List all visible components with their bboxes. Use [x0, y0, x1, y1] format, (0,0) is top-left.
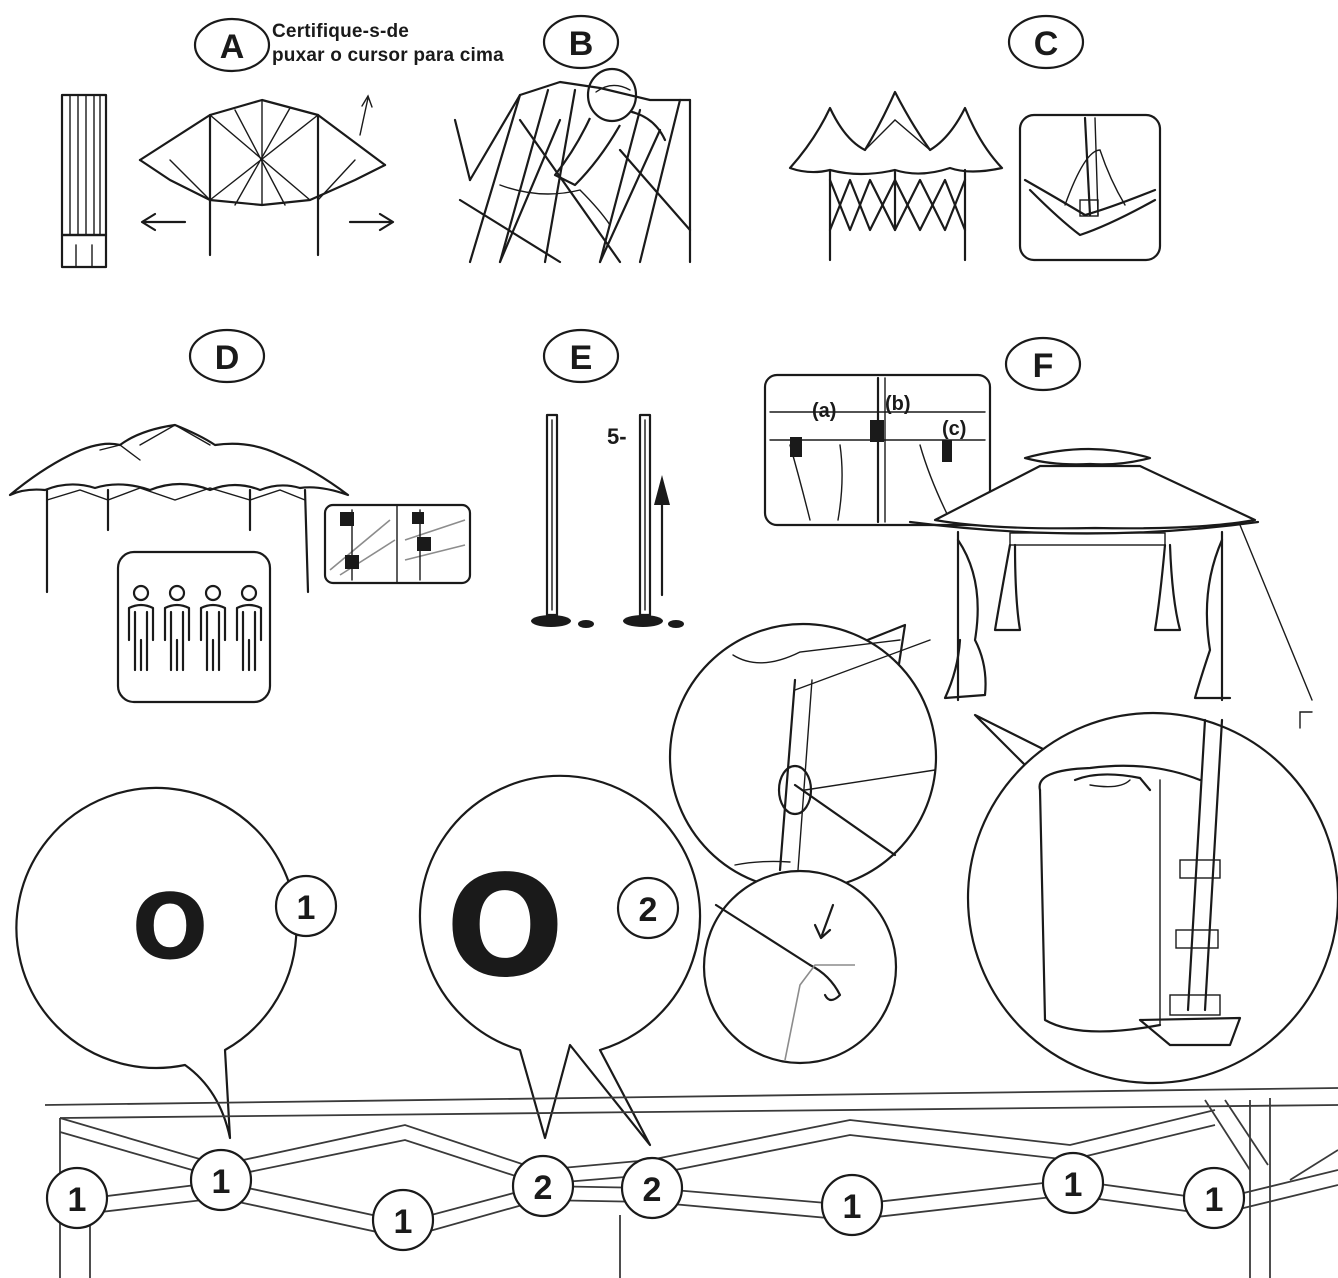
- canopy-on-frame: [790, 92, 1002, 260]
- joint-marker: 1: [191, 1150, 251, 1210]
- svg-text:1: 1: [843, 1188, 862, 1226]
- corner-detail-inset: [1020, 115, 1160, 260]
- step-f-label: F: [1033, 347, 1054, 385]
- arrow-up-icon: [360, 96, 372, 135]
- svg-text:1: 1: [394, 1203, 413, 1241]
- joint-marker: 2: [513, 1156, 573, 1216]
- arrow-left-icon: [142, 214, 185, 230]
- person-icon: [129, 586, 153, 670]
- sandbag-magnifier: [968, 713, 1338, 1083]
- note-line-1: Certifique-s-de: [272, 20, 504, 44]
- opened-canopy-frame: [10, 425, 348, 592]
- height-marker: 5-: [607, 424, 627, 449]
- joint-marker: 2: [622, 1158, 682, 1218]
- step-a-note: Certifique-s-de puxar o cursor para cima: [272, 20, 504, 68]
- joint-callout-2: 2 O: [420, 776, 700, 1145]
- guy-rope-magnifier: [670, 624, 936, 890]
- leg-extended: [623, 415, 684, 628]
- step-c-label: C: [1034, 25, 1059, 63]
- svg-text:1: 1: [1064, 1166, 1083, 1204]
- note-line-2: puxar o cursor para cima: [272, 44, 504, 68]
- callout-1-badge: 1: [297, 889, 316, 927]
- sidewall-tie-inset: [765, 375, 990, 525]
- small-joint-glyph: O: [132, 875, 209, 980]
- inset-label-c: (c): [942, 418, 966, 440]
- svg-text:1: 1: [1205, 1181, 1224, 1219]
- large-joint-glyph: O: [445, 846, 564, 1009]
- leg-collapsed: [531, 415, 594, 628]
- step-a-label: A: [220, 28, 245, 66]
- step-d: D: [10, 330, 470, 702]
- svg-text:1: 1: [68, 1181, 87, 1219]
- joint-marker: 1: [1184, 1168, 1244, 1228]
- person-icon: [237, 586, 261, 670]
- inset-label-a: (a): [812, 400, 836, 422]
- joint-marker: 1: [822, 1175, 882, 1235]
- assembled-gazebo: [910, 449, 1312, 728]
- step-e: E 5-: [531, 330, 684, 628]
- step-d-label: D: [215, 339, 240, 377]
- people-group: [129, 586, 261, 670]
- stake-magnifier: [704, 871, 896, 1063]
- joint-marker: 1: [47, 1168, 107, 1228]
- inset-label-b: (b): [885, 393, 911, 415]
- svg-text:1: 1: [212, 1163, 231, 1201]
- expanding-frame: [140, 100, 385, 255]
- svg-text:2: 2: [534, 1169, 553, 1207]
- joint-marker: 1: [373, 1190, 433, 1250]
- step-c: C: [790, 16, 1160, 260]
- folded-frame: [62, 95, 106, 267]
- svg-text:2: 2: [643, 1171, 662, 1209]
- step-e-label: E: [570, 339, 593, 377]
- callout-2-badge: 2: [639, 891, 658, 929]
- person-icon: [165, 586, 189, 670]
- person-icon: [201, 586, 225, 670]
- arrow-up-icon: [654, 475, 670, 595]
- four-people-box: [118, 552, 270, 702]
- joint-marker: 1: [1043, 1153, 1103, 1213]
- joint-callout-1: 1 O: [16, 788, 336, 1138]
- step-b-label: B: [569, 25, 594, 63]
- frame-joints: 1 1 1 2 2 1 1 1: [47, 1150, 1244, 1250]
- latch-detail-inset: [325, 505, 470, 583]
- arrow-right-icon: [350, 214, 393, 230]
- person-lifting-frame: [555, 69, 665, 185]
